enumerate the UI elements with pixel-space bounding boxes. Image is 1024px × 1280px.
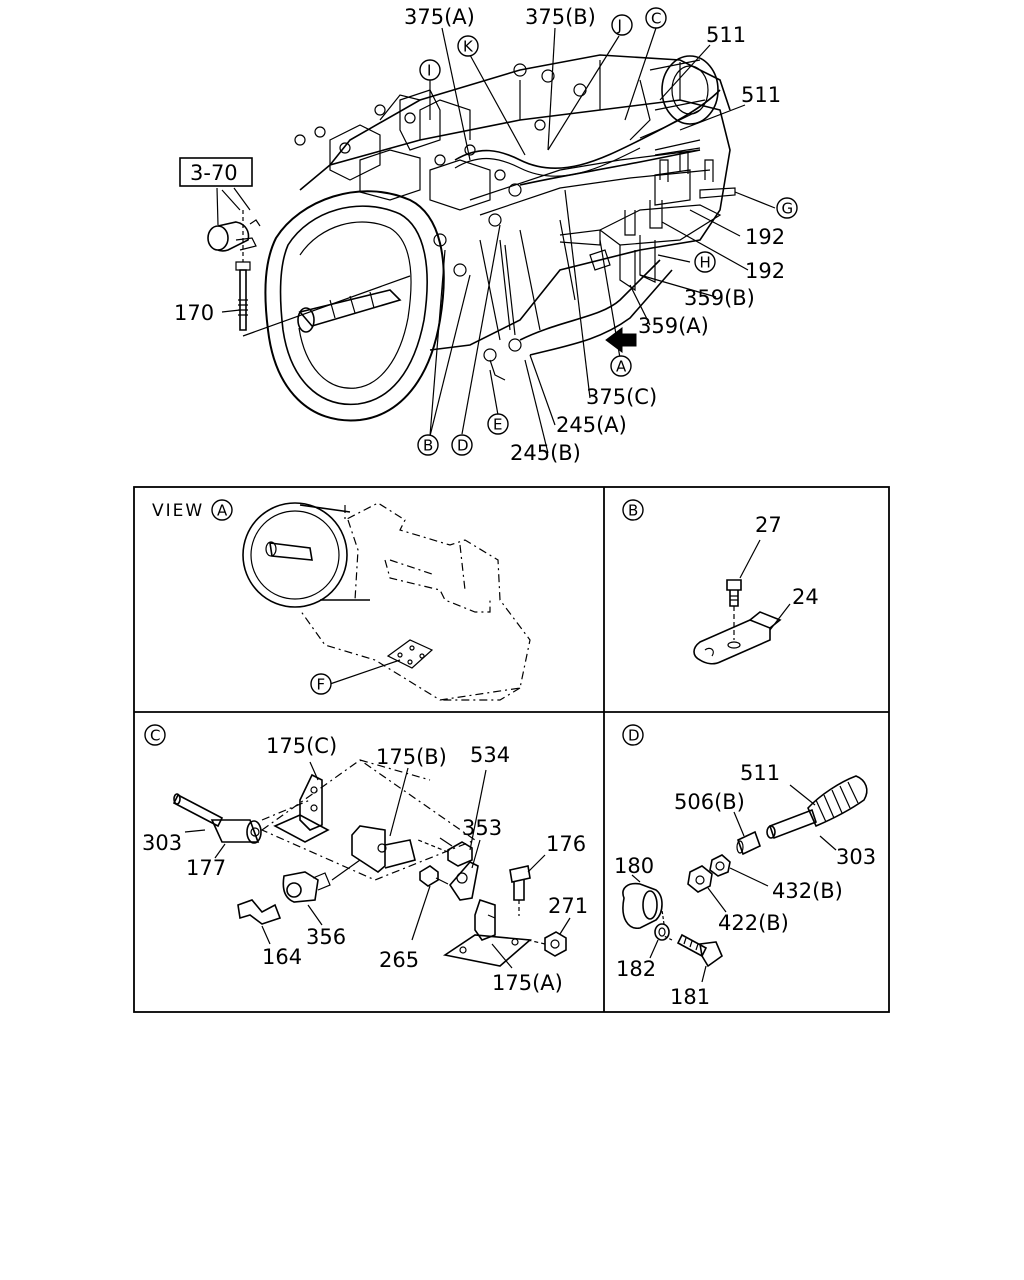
panel-d: D 511 506(B) bbox=[614, 724, 876, 1009]
callout-245a: 245(A) bbox=[556, 413, 627, 437]
circle-a-main: A bbox=[616, 358, 627, 376]
callout-303-c: 303 bbox=[142, 831, 182, 855]
callout-192-upper: 192 bbox=[745, 225, 785, 249]
callout-422b: 422(B) bbox=[718, 911, 789, 935]
callout-175b: 175(B) bbox=[376, 745, 447, 769]
callout-359b: 359(B) bbox=[684, 286, 755, 310]
circle-k: K bbox=[463, 38, 474, 56]
callout-511-upper: 511 bbox=[706, 23, 746, 47]
clamp-and-stud-170 bbox=[207, 187, 411, 337]
callout-375b: 375(B) bbox=[525, 5, 596, 29]
callout-375a: 375(A) bbox=[404, 5, 475, 29]
callout-245b: 245(B) bbox=[510, 441, 581, 465]
circle-j: J bbox=[617, 17, 622, 35]
callout-271: 271 bbox=[548, 894, 588, 918]
callout-182: 182 bbox=[616, 957, 656, 981]
callout-432b: 432(B) bbox=[772, 879, 843, 903]
panel-d-circle: D bbox=[628, 727, 640, 745]
callout-511-d: 511 bbox=[740, 761, 780, 785]
callout-175a: 175(A) bbox=[492, 971, 563, 995]
callout-175c: 175(C) bbox=[266, 734, 337, 758]
panel-c: C bbox=[142, 724, 588, 995]
main-callouts: 375(A) 375(B) 511 511 192 192 359(B) 359… bbox=[174, 5, 785, 465]
callout-24: 24 bbox=[792, 585, 819, 609]
panel-b: B 27 24 bbox=[622, 499, 819, 665]
callout-375c: 375(C) bbox=[586, 385, 657, 409]
callout-192-lower: 192 bbox=[745, 259, 785, 283]
callout-180: 180 bbox=[614, 854, 654, 878]
ref-box-3-70-label: 3-70 bbox=[190, 161, 238, 185]
callout-164: 164 bbox=[262, 945, 302, 969]
callout-170: 170 bbox=[174, 301, 214, 325]
panel-c-circle: C bbox=[150, 727, 160, 745]
callout-506b: 506(B) bbox=[674, 790, 745, 814]
circle-e: E bbox=[493, 416, 502, 434]
view-a-title: VIEW bbox=[152, 501, 204, 521]
callout-511-lower: 511 bbox=[741, 83, 781, 107]
callout-27: 27 bbox=[755, 513, 782, 537]
callout-356: 356 bbox=[306, 925, 346, 949]
circle-h: H bbox=[700, 254, 711, 272]
view-a-title-circle: A bbox=[217, 502, 228, 520]
callout-534: 534 bbox=[470, 743, 510, 767]
circle-g: G bbox=[782, 200, 794, 218]
detail-panels-frame bbox=[133, 486, 890, 1013]
circle-b-main: B bbox=[423, 437, 433, 455]
main-circle-letters: J C K I G H A E B D bbox=[417, 7, 798, 456]
circle-d-main: D bbox=[457, 437, 469, 455]
callout-176: 176 bbox=[546, 832, 586, 856]
circle-c-main: C bbox=[651, 10, 661, 28]
callout-353: 353 bbox=[462, 816, 502, 840]
main-leader-lines bbox=[216, 27, 776, 454]
circle-i: I bbox=[427, 62, 431, 80]
callout-265: 265 bbox=[379, 948, 419, 972]
panel-view-a: VIEW A F bbox=[152, 499, 531, 701]
transmission-assembly-drawing bbox=[264, 54, 736, 422]
callout-181: 181 bbox=[670, 985, 710, 1009]
callout-177: 177 bbox=[186, 856, 226, 880]
callout-303-d: 303 bbox=[836, 845, 876, 869]
panel-b-circle: B bbox=[628, 502, 638, 520]
circle-f: F bbox=[317, 676, 326, 694]
callout-359a: 359(A) bbox=[638, 314, 709, 338]
ref-box-3-70 bbox=[179, 157, 253, 187]
